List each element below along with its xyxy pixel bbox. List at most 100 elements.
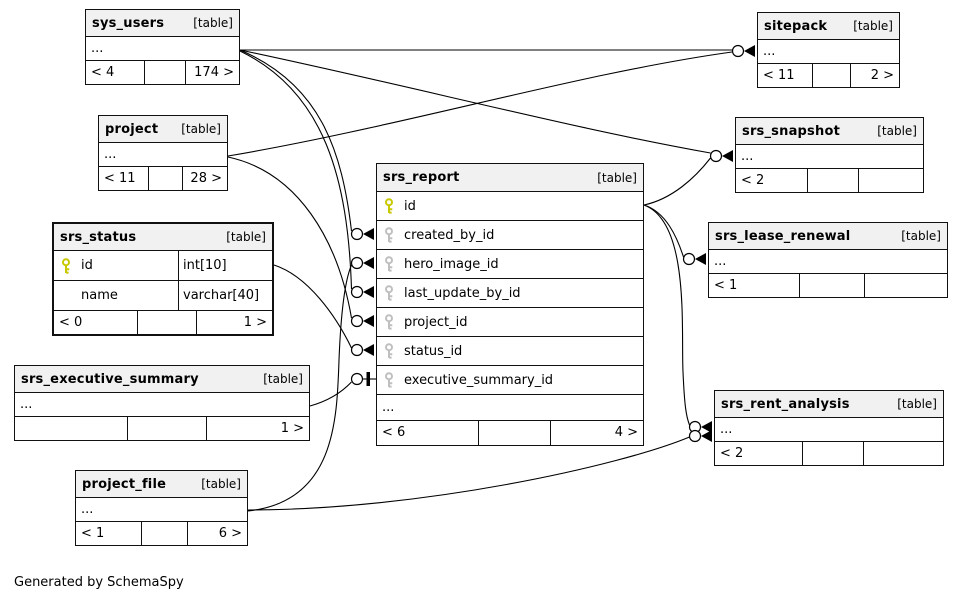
table-badge: [table] <box>597 170 637 185</box>
table-name[interactable]: sys_users <box>92 15 165 31</box>
table-header: srs_status [table] <box>54 224 272 251</box>
table-badge: [table] <box>901 229 941 243</box>
footer-parents: < 1 <box>714 278 738 293</box>
table-srs_lease_renewal[interactable]: srs_lease_renewal [table] ... < 1 <box>708 222 948 298</box>
footer-parents: < 11 <box>104 171 136 186</box>
column-row-status_id: status_id <box>377 337 643 366</box>
footer-mid <box>811 64 850 87</box>
table-project[interactable]: project [table] ... < 11 28 > <box>98 115 228 191</box>
column-name: executive_summary_id <box>404 372 554 388</box>
ellipsis-row: ... <box>758 40 899 64</box>
column-name: created_by_id <box>404 227 495 243</box>
column-row-name: name varchar[40] <box>54 281 272 311</box>
table-name[interactable]: srs_executive_summary <box>21 371 199 387</box>
column-name: status_id <box>404 343 463 359</box>
connector-srs_snapshot <box>709 149 733 163</box>
footer-children: 1 > <box>195 311 272 334</box>
footer-mid <box>478 421 550 445</box>
column-row-id: id <box>377 192 643 221</box>
primary-key-icon <box>383 198 400 214</box>
footer-row: < 11 2 > <box>758 64 899 87</box>
column-row-hero_image_id: hero_image_id <box>377 250 643 279</box>
table-srs_rent_analysis[interactable]: srs_rent_analysis [table] ... < 2 <box>714 390 944 466</box>
table-badge: [table] <box>853 19 893 33</box>
footer-mid <box>144 61 185 84</box>
table-srs_status[interactable]: srs_status [table] id int[10] name varch… <box>52 222 274 336</box>
footer-children: 174 > <box>185 61 239 84</box>
table-header: srs_lease_renewal [table] <box>709 223 947 250</box>
foreign-key-icon <box>383 285 400 301</box>
column-name: hero_image_id <box>404 256 499 272</box>
table-name[interactable]: srs_snapshot <box>742 123 840 139</box>
footer-children: 1 > <box>206 417 309 440</box>
column-name: id <box>404 198 416 214</box>
column-row-last_update_by_id: last_update_by_id <box>377 279 643 308</box>
edge-sys_users-srs_snapshot <box>239 49 711 154</box>
table-header: srs_report [table] <box>377 164 643 192</box>
column-type: int[10] <box>178 251 272 280</box>
footer-children <box>857 169 923 192</box>
table-name[interactable]: project <box>105 121 159 137</box>
column-row-executive_summary_id: executive_summary_id <box>377 366 643 395</box>
table-project_file[interactable]: project_file [table] ... < 1 6 > <box>75 470 248 546</box>
footer-parents: < 2 <box>720 446 744 461</box>
footer-children: 2 > <box>849 64 899 87</box>
table-name[interactable]: srs_lease_renewal <box>715 228 851 244</box>
column-name: project_id <box>404 314 468 330</box>
column-row-project_id: project_id <box>377 308 643 337</box>
column-name: last_update_by_id <box>404 285 521 301</box>
table-sitepack[interactable]: sitepack [table] ... < 11 2 > <box>757 12 900 88</box>
table-badge: [table] <box>263 372 303 386</box>
footer-mid <box>801 442 864 465</box>
connector-sitepack <box>731 44 755 58</box>
connector-last_update_by_id <box>350 285 374 299</box>
footer-row: < 4 174 > <box>86 61 239 84</box>
edge-project-sitepack <box>227 51 733 157</box>
table-sys_users[interactable]: sys_users [table] ... < 4 174 > <box>85 9 240 85</box>
foreign-key-icon <box>383 314 400 330</box>
footer-parents: < 2 <box>741 173 765 188</box>
table-name[interactable]: srs_status <box>60 229 137 245</box>
footer-row: < 6 4 > <box>377 421 643 445</box>
footer-parents: < 4 <box>91 65 115 80</box>
ellipsis-row: ... <box>709 250 947 274</box>
table-badge: [table] <box>877 124 917 138</box>
table-srs_snapshot[interactable]: srs_snapshot [table] ... < 2 <box>735 117 924 193</box>
table-badge: [table] <box>193 16 233 30</box>
column-name: id <box>81 258 93 273</box>
generator-credit: Generated by SchemaSpy <box>14 575 184 590</box>
table-name[interactable]: srs_report <box>383 170 460 185</box>
table-header: srs_executive_summary [table] <box>15 366 309 393</box>
footer-row: < 0 1 > <box>54 311 272 334</box>
footer-row: 1 > <box>15 417 309 440</box>
primary-key-icon <box>60 257 77 274</box>
footer-mid <box>147 167 183 190</box>
ellipsis-row: ... <box>86 37 239 61</box>
connector-status_id <box>350 343 374 357</box>
table-name[interactable]: sitepack <box>764 18 828 34</box>
footer-row: < 2 <box>736 169 923 192</box>
table-badge: [table] <box>226 230 266 244</box>
connector-hero_image_id <box>350 256 374 270</box>
footer-children: 28 > <box>182 167 227 190</box>
footer-children: 6 > <box>187 522 247 545</box>
table-name[interactable]: srs_rent_analysis <box>721 396 850 412</box>
table-header: srs_rent_analysis [table] <box>715 391 943 418</box>
footer-mid <box>140 522 187 545</box>
foreign-key-icon <box>383 372 400 388</box>
edge-project_file-hero_image_id <box>247 264 353 512</box>
footer-row: < 1 <box>709 274 947 297</box>
column-type: varchar[40] <box>178 281 272 310</box>
table-srs_report[interactable]: srs_report [table] id created_by_id <box>376 163 644 446</box>
edge-sys_users-last_update_by_id <box>239 50 353 290</box>
ellipsis-row: ... <box>15 393 309 417</box>
edge-project_file-srs_rent_analysis <box>247 436 690 511</box>
table-header: project [table] <box>99 116 227 143</box>
table-srs_executive_summary[interactable]: srs_executive_summary [table] ... 1 > <box>14 365 310 441</box>
footer-mid <box>799 274 863 297</box>
footer-mid <box>136 311 196 334</box>
table-name[interactable]: project_file <box>82 476 167 492</box>
ellipsis-row: ... <box>736 145 923 169</box>
footer-parents <box>15 417 127 440</box>
